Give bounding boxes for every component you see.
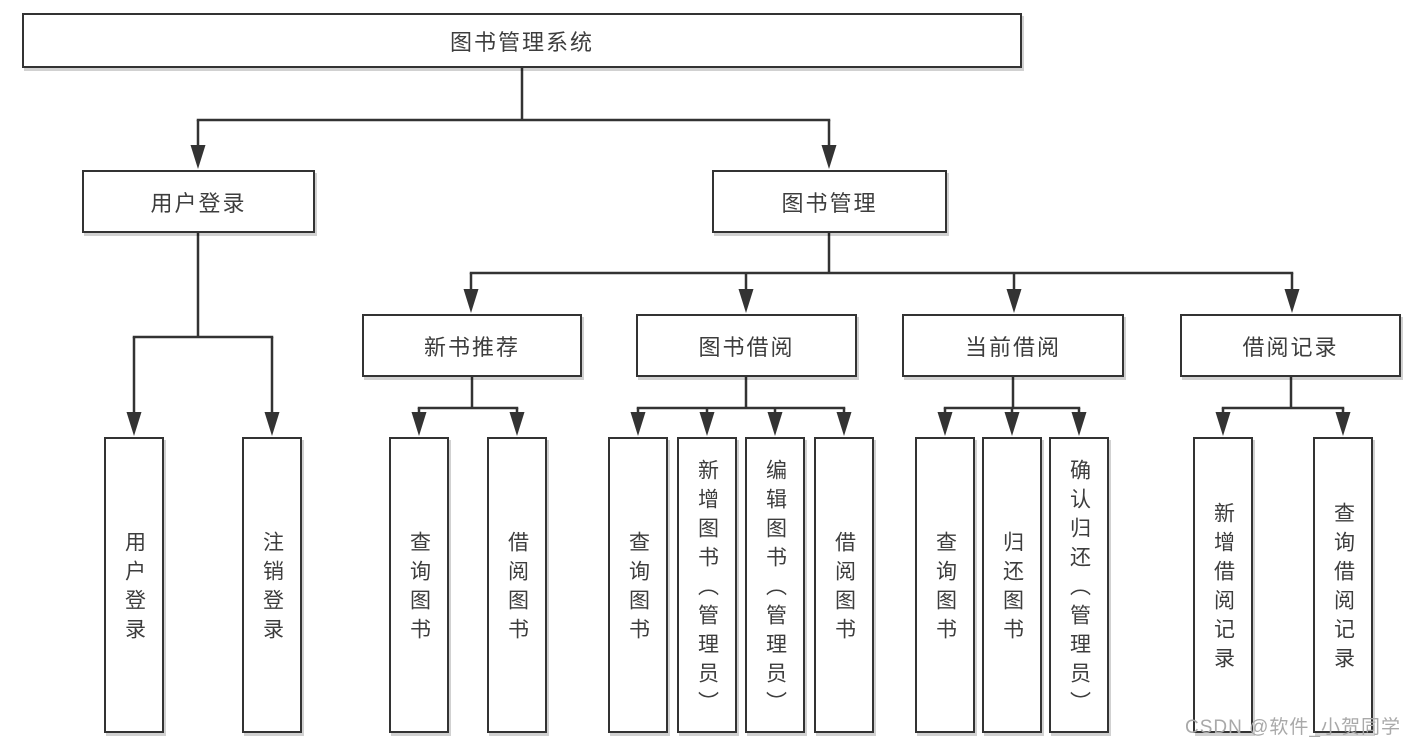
node-label: 新增图书（管理员） bbox=[695, 458, 719, 720]
leaf-return-books: 归还图书 bbox=[982, 437, 1042, 733]
node-borrowing-records: 借阅记录 bbox=[1180, 314, 1401, 377]
leaf-confirm-return-admin: 确认归还（管理员） bbox=[1049, 437, 1109, 733]
node-label: 图书借阅 bbox=[698, 334, 795, 360]
node-label: 查询借阅记录 bbox=[1331, 502, 1355, 676]
leaf-add-borrow-record: 新增借阅记录 bbox=[1193, 437, 1253, 733]
leaf-add-books-admin: 新增图书（管理员） bbox=[677, 437, 737, 733]
leaf-edit-books-admin: 编辑图书（管理员） bbox=[745, 437, 805, 733]
leaf-query-books-recommend: 查询图书 bbox=[389, 437, 449, 733]
leaf-user-login: 用户登录 bbox=[104, 437, 164, 733]
leaf-query-borrow-record: 查询借阅记录 bbox=[1313, 437, 1373, 733]
node-label: 用户登录 bbox=[122, 531, 146, 647]
node-current-borrowing: 当前借阅 bbox=[902, 314, 1124, 377]
leaf-borrow-books: 借阅图书 bbox=[814, 437, 874, 733]
node-book-borrowing: 图书借阅 bbox=[636, 314, 857, 377]
node-label: 注销登录 bbox=[260, 531, 284, 647]
node-label: 新书推荐 bbox=[423, 334, 520, 360]
leaf-borrow-books-recommend: 借阅图书 bbox=[487, 437, 547, 733]
node-label: 借阅图书 bbox=[505, 531, 529, 647]
leaf-query-books-current: 查询图书 bbox=[915, 437, 975, 733]
node-label: 借阅图书 bbox=[832, 531, 856, 647]
node-user-login: 用户登录 bbox=[82, 170, 315, 233]
node-new-book-recommend: 新书推荐 bbox=[362, 314, 582, 377]
leaf-logout: 注销登录 bbox=[242, 437, 302, 733]
csdn-watermark: CSDN @软件_小贺同学 bbox=[1185, 717, 1401, 738]
node-label: 用户登录 bbox=[150, 190, 247, 216]
node-label: 确认归还（管理员） bbox=[1067, 458, 1091, 720]
node-label: 图书管理 bbox=[781, 190, 878, 216]
node-library-system-root: 图书管理系统 bbox=[22, 13, 1022, 68]
leaf-query-books-borrow: 查询图书 bbox=[608, 437, 668, 733]
node-label: 编辑图书（管理员） bbox=[763, 458, 787, 720]
node-book-management: 图书管理 bbox=[712, 170, 947, 233]
node-label: 查询图书 bbox=[933, 531, 957, 647]
node-label: 当前借阅 bbox=[964, 334, 1061, 360]
node-label: 新增借阅记录 bbox=[1211, 502, 1235, 676]
node-label: 归还图书 bbox=[1000, 531, 1024, 647]
node-label: 查询图书 bbox=[407, 531, 431, 647]
node-label: 借阅记录 bbox=[1242, 334, 1339, 360]
node-label: 查询图书 bbox=[626, 531, 650, 647]
node-label: 图书管理系统 bbox=[449, 29, 594, 55]
